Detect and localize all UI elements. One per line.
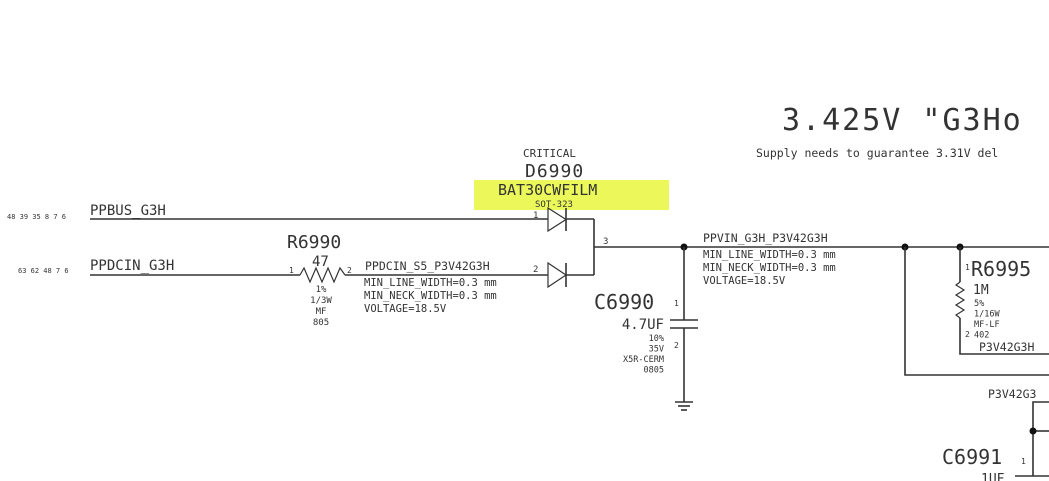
d6990-pin1: 1 — [533, 211, 538, 221]
diode-2-symbol — [547, 219, 595, 289]
ground-icon — [675, 401, 693, 411]
r6995-ref: R6995 — [971, 257, 1031, 281]
r6990-pin2: 2 — [347, 266, 352, 275]
r6990-value: 47 — [312, 254, 329, 270]
c6990-spec: 10% — [649, 334, 664, 344]
d6990-part: BAT30CWFILM — [498, 181, 597, 199]
d6990-pin2: 2 — [533, 265, 538, 275]
r6995-spec: 5% — [974, 299, 984, 309]
diode-1-symbol — [547, 206, 594, 233]
c6990-spec: 35V — [649, 345, 664, 355]
r6990-spec: 1% — [316, 285, 327, 295]
d6990-ref: D6990 — [525, 161, 584, 182]
p3v42g3-wire — [1032, 401, 1049, 476]
c6991-pin1: 1 — [1021, 457, 1026, 466]
r6995-pin2: 2 — [965, 330, 970, 339]
p3v42g3-net-label: P3V42G3 — [988, 387, 1037, 401]
ppvin-prop: MIN_LINE_WIDTH=0.3 mm — [703, 249, 836, 261]
ppbus-net-label: PPBUS_G3H — [90, 203, 166, 219]
r6990-spec: 805 — [313, 318, 329, 328]
r6990-pin1: 1 — [289, 266, 294, 275]
r6995-spec: 1/16W — [974, 310, 1000, 320]
ppdcin-s5-prop: MIN_NECK_WIDTH=0.3 mm — [364, 290, 497, 302]
r6990-spec: 1/3W — [310, 296, 332, 306]
ppvin-branch-wire — [904, 247, 1049, 376]
ppdcin-net-label: PPDCIN_G3H — [90, 258, 174, 274]
r6995-spec: 402 — [974, 331, 989, 341]
r6990-ref: R6990 — [287, 232, 341, 253]
ppdcin-s5-prop: MIN_LINE_WIDTH=0.3 mm — [364, 277, 497, 289]
c6990-pin1: 1 — [674, 299, 679, 308]
c6991-ref: C6991 — [942, 445, 1002, 469]
r6990-spec: MF — [316, 307, 327, 317]
ppvin-prop: VOLTAGE=18.5V — [703, 275, 786, 287]
part-highlight — [474, 180, 669, 210]
r6995-pin1: 1 — [965, 263, 970, 272]
d6990-critical-tag: CRITICAL — [523, 147, 576, 160]
c6990-value: 4.7UF — [622, 317, 664, 333]
c6990-ref: C6990 — [594, 290, 654, 314]
r6995-resistor-symbol — [954, 247, 1049, 355]
r6995-spec: MF-LF — [974, 320, 1000, 330]
p3v42g3h-net-label: P3V42G3H — [979, 340, 1034, 354]
ppdcin-s5-net-label: PPDCIN_S5_P3V42G3H — [365, 259, 490, 273]
junction-dot — [1029, 427, 1037, 435]
ppvin-net-label: PPVIN_G3H_P3V42G3H — [703, 231, 828, 245]
r6990-resistor-symbol — [299, 266, 346, 284]
c6990-capacitor-symbol — [670, 247, 698, 402]
c6990-pin2: 2 — [674, 341, 679, 350]
ppdcin-refs: 63 62 48 7 6 — [18, 267, 69, 275]
sheet-title: 3.425V "G3Ho — [782, 103, 1023, 138]
sheet-subtitle: Supply needs to guarantee 3.31V del — [756, 146, 998, 160]
ppvin-prop: MIN_NECK_WIDTH=0.3 mm — [703, 262, 836, 274]
c6991-value: 1UF — [981, 472, 1005, 481]
d6990-package: SOT-323 — [535, 200, 573, 210]
c6990-spec: X5R-CERM — [623, 355, 664, 365]
ppbus-refs: 48 39 35 8 7 6 — [7, 213, 66, 221]
c6990-spec: 0805 — [644, 366, 664, 376]
r6995-value: 1M — [973, 283, 989, 298]
ppdcin-s5-prop: VOLTAGE=18.5V — [364, 303, 447, 315]
d6990-pin3: 3 — [603, 237, 608, 247]
